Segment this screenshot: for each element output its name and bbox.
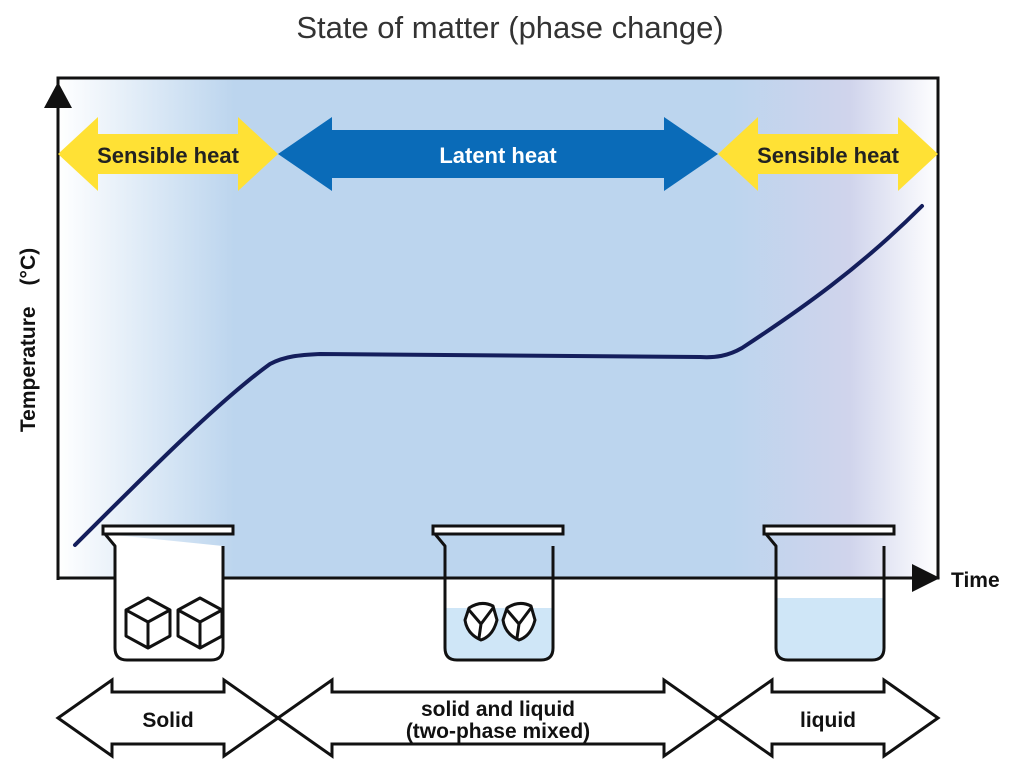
- state-arrow-solid: Solid: [55, 677, 281, 759]
- x-axis-arrow-icon: [912, 564, 940, 592]
- phase-header-label: Sensible heat: [97, 143, 240, 168]
- beaker-two-phase: [431, 524, 565, 662]
- melting-ice-icon: [501, 601, 537, 642]
- phase-header-sensible-left: Sensible heat: [58, 117, 278, 191]
- state-label-solid: Solid: [142, 709, 193, 732]
- state-label-two-phase-sub: (two-phase mixed): [406, 720, 590, 743]
- state-label-two-phase: solid and liquid: [421, 698, 575, 721]
- beaker-liquid: [762, 524, 896, 662]
- phase-header-latent: Latent heat: [278, 117, 718, 191]
- state-label-liquid: liquid: [800, 709, 856, 732]
- phase-header-label: Latent heat: [439, 143, 557, 168]
- state-arrow-liquid: liquid: [715, 677, 941, 759]
- state-arrow-two-phase: solid and liquid (two-phase mixed): [275, 677, 721, 759]
- temperature-curve: [73, 204, 924, 547]
- diagram-title: State of matter (phase change): [296, 10, 723, 45]
- y-axis-label: Temperature (°C): [17, 248, 40, 432]
- y-axis-arrow-icon: [44, 82, 72, 108]
- phase-header-label: Sensible heat: [757, 143, 900, 168]
- beaker-solid: [101, 524, 235, 662]
- x-axis-label: Time: [951, 569, 1000, 592]
- y-axis: [44, 80, 72, 580]
- ice-cube-icon: [176, 596, 224, 650]
- phase-header-sensible-right: Sensible heat: [718, 117, 938, 191]
- ice-cube-icon: [124, 596, 172, 650]
- melting-ice-icon: [463, 601, 499, 642]
